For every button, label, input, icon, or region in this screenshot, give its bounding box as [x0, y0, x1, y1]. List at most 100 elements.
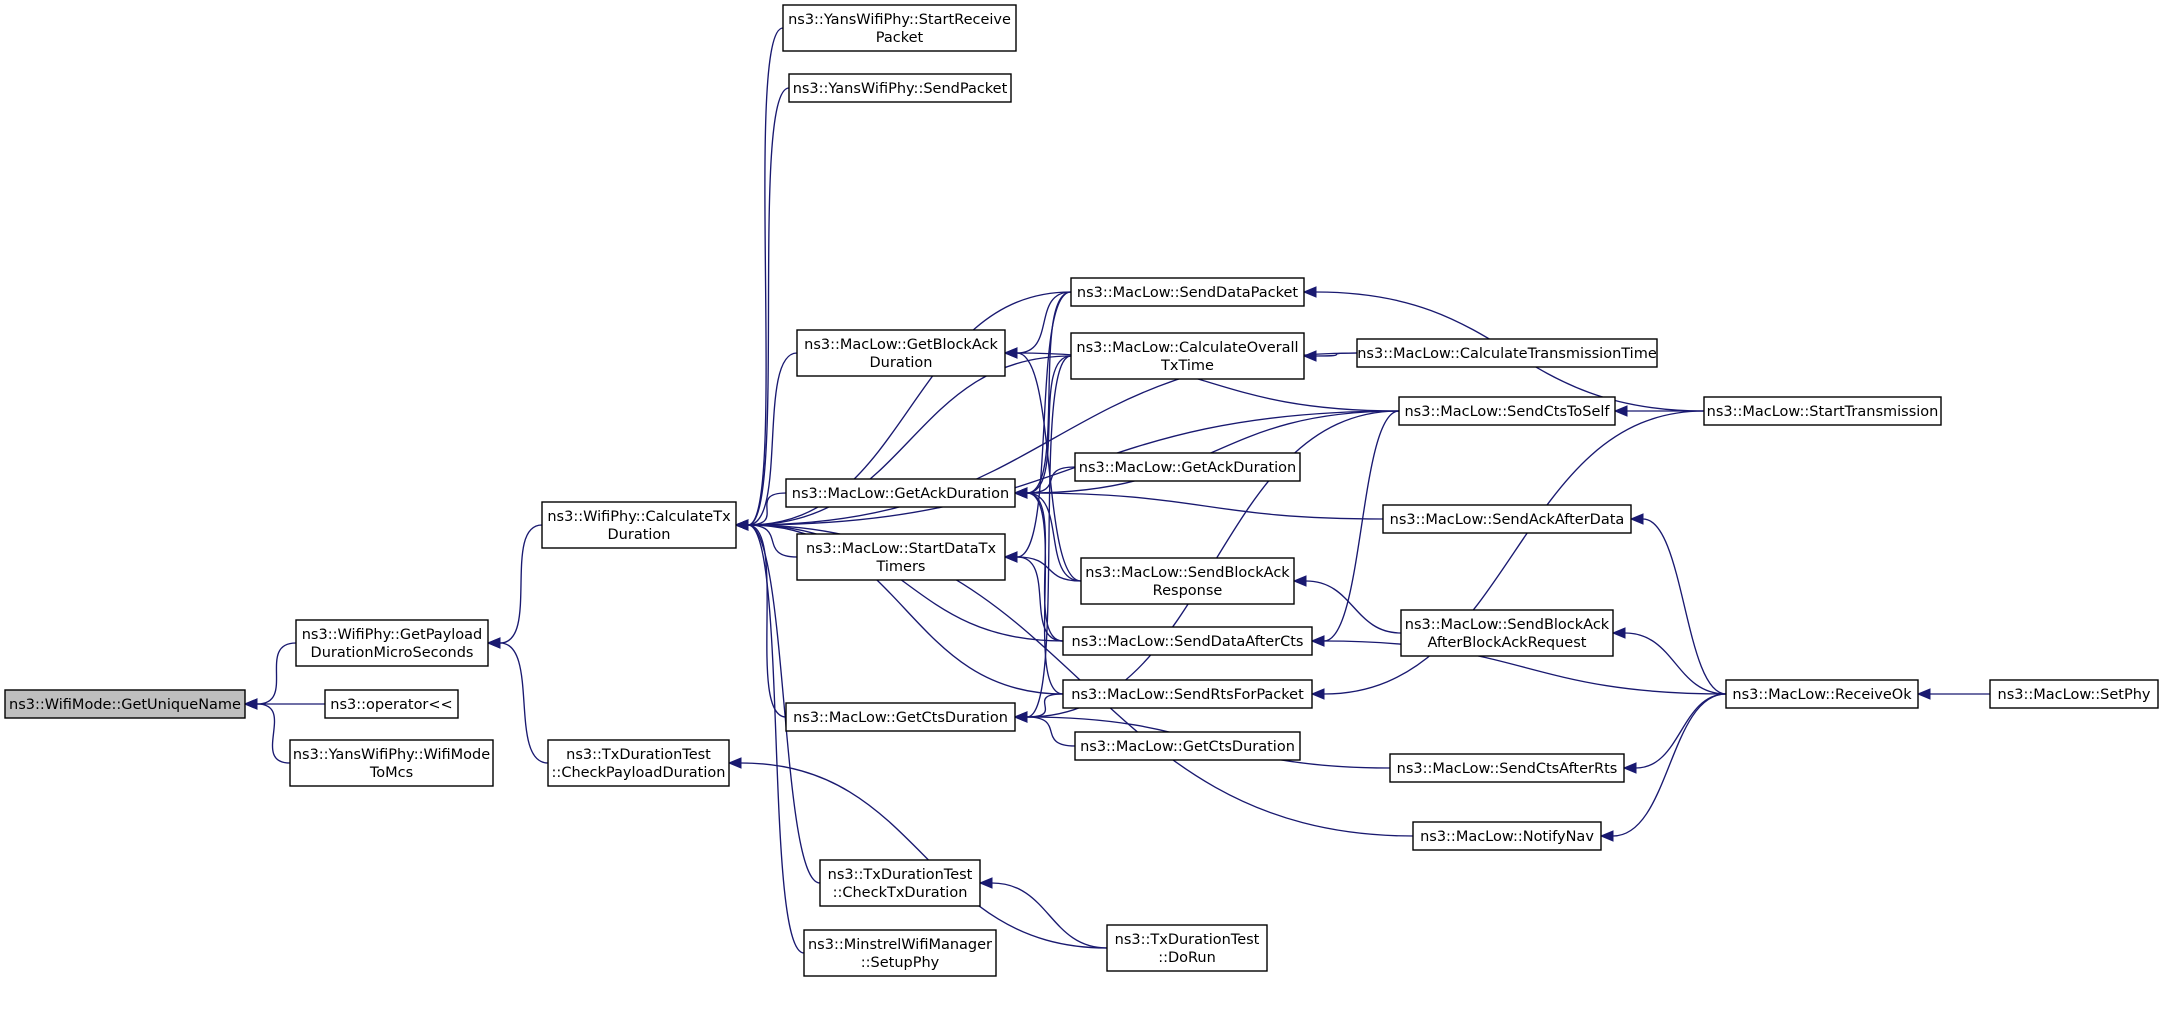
call-nodes: ns3::WifiMode::GetUniqueName ns3::WifiPhy…: [4, 4, 2159, 977]
node-box: [1382, 504, 1632, 534]
edge-line: [256, 703, 291, 764]
node-maclow-starttransmission[interactable]: ns3::MacLow::StartTransmission: [1703, 396, 1942, 426]
node-txdurationtest-checktx[interactable]: ns3::TxDurationTest::CheckTxDuration: [819, 859, 981, 907]
edge-line: [747, 410, 1400, 526]
edge-line: [1016, 556, 1064, 642]
node-maclow-calctransmissiontime[interactable]: ns3::MacLow::CalculateTransmissionTime: [1356, 338, 1658, 368]
edge-line: [1026, 291, 1072, 494]
edge-line: [747, 524, 821, 884]
edge-arrowhead: [1003, 551, 1018, 563]
node-label: ns3::MacLow::CalculateTransmissionTime: [1357, 346, 1657, 362]
node-box: [1062, 626, 1313, 656]
edge-line: [747, 524, 1064, 642]
call-edge: [1013, 355, 1072, 723]
call-edge: [1622, 693, 1727, 774]
node-label: DurationMicroSeconds: [311, 645, 474, 661]
node-box: [1070, 277, 1305, 307]
node-txdurationtest-dorun[interactable]: ns3::TxDurationTest::DoRun: [1106, 924, 1268, 972]
node-box: [1356, 338, 1658, 368]
edge-line: [1026, 716, 1076, 747]
call-edge: [1310, 410, 1400, 647]
node-box: [796, 329, 1006, 377]
edge-line: [1323, 640, 1727, 695]
node-maclow-senddataafterects[interactable]: ns3::MacLow::SendDataAfterCts: [1062, 626, 1313, 656]
node-minstrel-setupphy[interactable]: ns3::MinstrelWifiManager::SetupPhy: [803, 929, 997, 977]
node-label: AfterBlockAckRequest: [1428, 635, 1587, 651]
edge-line: [1016, 352, 1082, 582]
edge-arrowhead: [243, 698, 258, 710]
node-label: ns3::WifiPhy::CalculateTx: [547, 509, 731, 525]
node-label: ToMcs: [369, 765, 413, 781]
call-edge: [1629, 513, 1727, 695]
node-box: [1074, 731, 1301, 761]
node-box: [782, 4, 1017, 52]
node-maclow-sendblockackafterbar[interactable]: ns3::MacLow::SendBlockAckAfterBlockAckRe…: [1400, 609, 1614, 657]
edge-line: [1612, 693, 1727, 837]
call-edge: [1003, 291, 1072, 359]
call-edge: [1003, 291, 1072, 563]
node-box: [1074, 452, 1301, 482]
call-edge: [734, 27, 784, 531]
node-maclow-sendackafterdata[interactable]: ns3::MacLow::SendAckAfterData: [1382, 504, 1632, 534]
call-edge: [1003, 551, 1064, 642]
edge-line: [1323, 410, 1400, 642]
node-maclow-setphy[interactable]: ns3::MacLow::SetPhy: [1989, 679, 2159, 709]
edge-line: [1315, 352, 1358, 357]
node-label: ns3::YansWifiPhy::SendPacket: [793, 81, 1008, 97]
edge-line: [1026, 693, 1064, 718]
call-edge: [1013, 487, 1384, 520]
edge-arrowhead: [1292, 575, 1307, 587]
node-maclow-senddatapacket[interactable]: ns3::MacLow::SendDataPacket: [1070, 277, 1305, 307]
node-label: ns3::MacLow::SetPhy: [1998, 687, 2151, 703]
node-label: ns3::TxDurationTest: [828, 867, 973, 883]
call-edge: [1613, 405, 1705, 417]
node-maclow-getctsduration2[interactable]: ns3::MacLow::GetCtsDuration: [1074, 731, 1301, 761]
node-maclow-sendctstoself[interactable]: ns3::MacLow::SendCtsToSelf: [1398, 396, 1616, 426]
edge-line: [1305, 580, 1402, 634]
node-label: ns3::MacLow::GetBlockAck: [804, 337, 998, 353]
node-label: ns3::MacLow::SendBlockAck: [1405, 617, 1610, 633]
edge-line: [1635, 693, 1727, 769]
node-box: [1412, 821, 1602, 851]
node-box: [1389, 753, 1625, 783]
node-maclow-getctsduration[interactable]: ns3::MacLow::GetCtsDuration: [785, 702, 1016, 732]
node-maclow-getackduration[interactable]: ns3::MacLow::GetAckDuration: [785, 478, 1016, 508]
node-maclow-receiveok[interactable]: ns3::MacLow::ReceiveOk: [1725, 679, 1919, 709]
node-txdurationtest-checkpayload[interactable]: ns3::TxDurationTest::CheckPayloadDuratio…: [547, 739, 730, 787]
node-wifimode-getuniquename[interactable]: ns3::WifiMode::GetUniqueName: [4, 689, 246, 719]
edge-line: [747, 524, 798, 558]
node-label: ns3::MacLow::StartTransmission: [1707, 404, 1939, 420]
call-edge: [727, 757, 1108, 949]
node-maclow-sendrtsforpacket[interactable]: ns3::MacLow::SendRtsForPacket: [1062, 679, 1313, 709]
node-box: [819, 859, 981, 907]
node-box: [1070, 332, 1305, 380]
node-maclow-getackduration2[interactable]: ns3::MacLow::GetAckDuration: [1074, 452, 1301, 482]
node-maclow-notifynav[interactable]: ns3::MacLow::NotifyNav: [1412, 821, 1602, 851]
node-maclow-sendctsafterrts[interactable]: ns3::MacLow::SendCtsAfterRts: [1389, 753, 1625, 783]
node-box: [1398, 396, 1616, 426]
node-label: ns3::WifiMode::GetUniqueName: [9, 697, 241, 713]
node-operator-lshift[interactable]: ns3::operator<<: [324, 689, 459, 719]
edge-line: [747, 352, 798, 526]
edge-arrowhead: [1613, 405, 1628, 417]
edge-arrowhead: [727, 757, 742, 769]
call-edge: [243, 642, 297, 710]
edge-line: [1026, 410, 1400, 494]
edge-arrowhead: [1013, 487, 1028, 499]
node-wifiphy-getpayload[interactable]: ns3::WifiPhy::GetPayloadDurationMicroSec…: [295, 619, 489, 667]
node-box: [4, 689, 246, 719]
node-box: [1080, 557, 1295, 605]
edge-arrowhead: [1629, 513, 1644, 525]
node-box: [1106, 924, 1268, 972]
edge-arrowhead: [978, 877, 993, 889]
node-yans-sendpacket[interactable]: ns3::YansWifiPhy::SendPacket: [788, 73, 1012, 103]
node-box: [1725, 679, 1919, 709]
call-edges: [243, 27, 1991, 954]
